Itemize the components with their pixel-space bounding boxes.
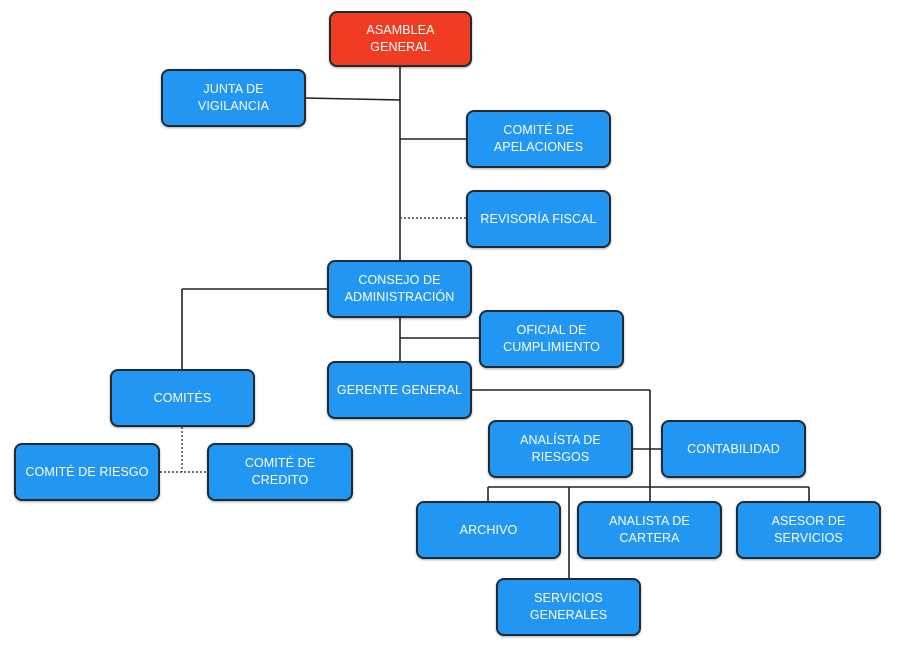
node-label: ANALÍSTA DE RIESGOS: [520, 433, 601, 464]
line-junta: [304, 97, 401, 101]
node-label: ASAMBLEA GENERAL: [366, 23, 435, 54]
node-label: JUNTA DE VIGILANCIA: [197, 82, 270, 113]
node-analista-de-riesgos: ANALÍSTA DE RIESGOS: [488, 420, 633, 478]
node-revisoria-fiscal: REVISORÍA FISCAL: [466, 190, 611, 248]
node-label: REVISORÍA FISCAL: [480, 211, 597, 226]
node-contabilidad: CONTABILIDAD: [661, 420, 806, 478]
node-junta-de-vigilancia: JUNTA DE VIGILANCIA: [161, 69, 306, 127]
node-asamblea-general: ASAMBLEA GENERAL: [329, 11, 472, 67]
node-label: ANALISTA DE CARTERA: [609, 514, 690, 545]
node-label: COMITÉ DE RIESGO: [25, 464, 149, 479]
node-label: OFICIAL DE CUMPLIMIENTO: [503, 323, 600, 354]
node-comite-de-riesgo: COMITÉ DE RIESGO: [14, 443, 160, 501]
node-analista-de-cartera: ANALISTA DE CARTERA: [577, 501, 722, 559]
node-label: COMITÉ DE CREDITO: [244, 456, 316, 487]
node-comite-de-apelaciones: COMITÉ DE APELACIONES: [466, 110, 611, 168]
node-gerente-general: GERENTE GENERAL: [327, 361, 472, 419]
node-label: SERVICIOS GENERALES: [529, 591, 608, 622]
node-label: CONTABILIDAD: [687, 441, 780, 456]
node-archivo: ARCHIVO: [416, 501, 561, 559]
node-consejo-de-administracion: CONSEJO DE ADMINISTRACIÓN: [327, 260, 472, 318]
node-label: ARCHIVO: [459, 522, 518, 537]
node-oficial-de-cumplimiento: OFICIAL DE CUMPLIMIENTO: [479, 310, 624, 368]
node-comite-de-credito: COMITÉ DE CREDITO: [207, 443, 353, 501]
node-label: GERENTE GENERAL: [336, 382, 463, 397]
node-asesor-de-servicios: ASESOR DE SERVICIOS: [736, 501, 881, 559]
node-servicios-generales: SERVICIOS GENERALES: [496, 578, 641, 636]
node-label: COMITÉ DE APELACIONES: [493, 123, 584, 154]
node-comites: COMITÉS: [110, 369, 255, 427]
node-label: CONSEJO DE ADMINISTRACIÓN: [344, 273, 455, 304]
node-label: ASESOR DE SERVICIOS: [771, 514, 846, 545]
node-label: COMITÉS: [153, 390, 212, 405]
